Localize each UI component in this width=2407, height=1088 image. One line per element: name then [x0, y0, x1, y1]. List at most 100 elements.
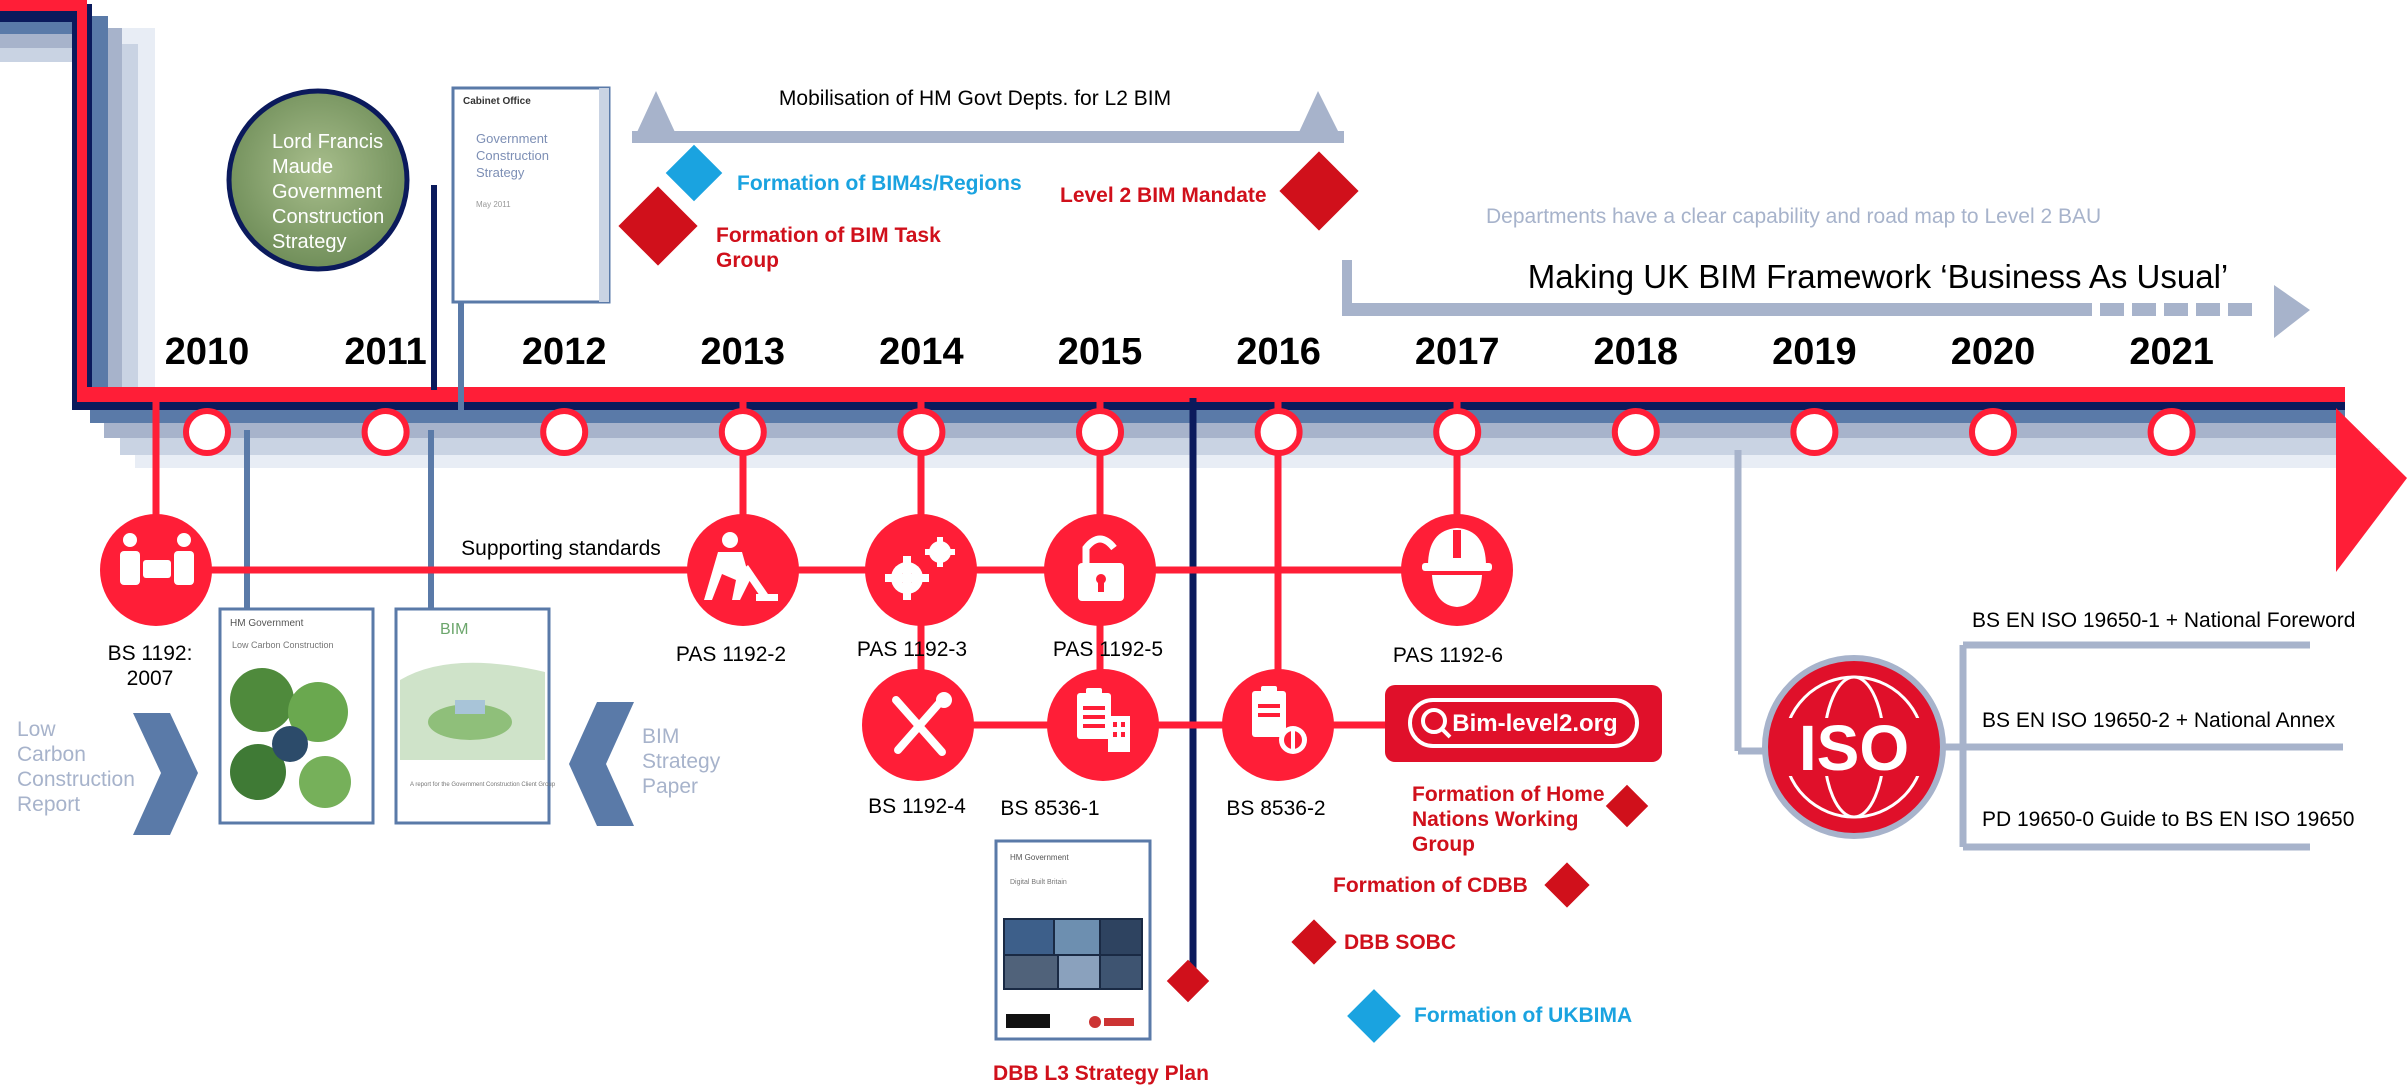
bim-strategy-line-1: BIM [642, 725, 679, 748]
bs8536-1-node: BS 8536-1 [1000, 669, 1159, 820]
pas1192-6-label: PAS 1192-6 [1393, 644, 1503, 667]
lower-milestones: DBB L3 Strategy Plan Formation of Home N… [993, 783, 1649, 1085]
low-carbon-line-4: Report [17, 793, 80, 816]
bim4s-diamond [665, 144, 723, 202]
year-marker-2021 [2147, 408, 2196, 456]
year-label-2015: 2015 [1058, 331, 1143, 373]
bs8536-2-label: BS 8536-2 [1226, 797, 1325, 820]
year-label-2010: 2010 [165, 331, 250, 373]
mobilisation-label: Mobilisation of HM Govt Depts. for L2 BI… [779, 87, 1171, 110]
task-group-diamond [618, 186, 698, 266]
ukbima-diamond [1347, 989, 1401, 1043]
pas1192-5-label: PAS 1192-5 [1053, 638, 1163, 661]
year-label-2021: 2021 [2129, 331, 2214, 373]
dbb-plan-diamond [1166, 959, 1210, 1003]
iso-item-2: BS EN ISO 19650-2 + National Annex [1982, 709, 2336, 732]
dbb-plan-label: DBB L3 Strategy Plan [993, 1062, 1209, 1085]
pas1192-2-label: PAS 1192-2 [676, 643, 786, 666]
lord-maude-circle: Lord Francis Maude Government Constructi… [226, 88, 410, 272]
maude-line-5: Strategy [272, 231, 346, 253]
bim-level2-label: Bim-level2.org [1452, 710, 1617, 737]
left-annotations: Low Carbon Construction Report BIM Strat… [17, 702, 721, 835]
iso-item-3: PD 19650-0 Guide to BS EN ISO 19650 [1982, 808, 2354, 831]
clipboard-globe-icon [1252, 686, 1307, 754]
mandate-diamond [1279, 151, 1359, 231]
bim-level2-link[interactable]: Bim-level2.org [1385, 685, 1662, 762]
clipboard-building-icon [1077, 688, 1130, 752]
year-marker-2020 [1969, 408, 2017, 456]
year-label-2019: 2019 [1772, 331, 1857, 373]
ukbima-label: Formation of UKBIMA [1414, 1004, 1632, 1027]
cover-line-2: Construction [476, 148, 549, 163]
year-label-2016: 2016 [1236, 331, 1321, 373]
cover-brand: Cabinet Office [463, 96, 531, 107]
task-group-line-1: Formation of BIM Task [716, 224, 941, 247]
year-marker-2019 [1790, 408, 1839, 456]
home-nations-line-1: Formation of Home [1412, 783, 1605, 806]
low-carbon-chevron [133, 713, 198, 835]
capability-text: Departments have a clear capability and … [1486, 205, 2101, 228]
maude-line-1: Lord Francis [272, 131, 383, 153]
timeline-bands [0, 0, 2407, 572]
bs1192-4-node: BS 1192-4 [862, 669, 974, 818]
pas1192-6-node: PAS 1192-6 [1393, 514, 1513, 667]
booklet3-brand: HM Government [1010, 853, 1069, 862]
timeline-arrow-head [2336, 408, 2407, 572]
mandate-label: Level 2 BIM Mandate [1060, 184, 1267, 207]
home-nations-line-2: Nations Working [1412, 808, 1578, 831]
home-nations-line-3: Group [1412, 833, 1475, 856]
top-milestones: Formation of BIM4s/Regions Formation of … [618, 144, 1359, 272]
pas1192-3-label: PAS 1192-3 [857, 638, 967, 661]
year-label-2012: 2012 [522, 331, 607, 373]
bim-strategy-line-2: Strategy [642, 750, 721, 773]
sobc-label: DBB SOBC [1344, 931, 1456, 954]
year-label-2020: 2020 [1951, 331, 2036, 373]
booklet1-title: Low Carbon Construction [232, 640, 334, 650]
maude-line-2: Maude [272, 156, 333, 178]
low-carbon-booklet: HM Government Low Carbon Construction [218, 607, 375, 825]
supporting-standards-label: Supporting standards [461, 537, 661, 560]
bs8536-1-label: BS 8536-1 [1000, 797, 1099, 820]
search-icon [1421, 708, 1447, 734]
bim-strategy-chevron [569, 702, 634, 826]
year-marker-2018 [1611, 408, 1660, 456]
iso-logo-text: ISO [1799, 712, 1909, 784]
year-label-2014: 2014 [879, 331, 964, 373]
year-label-2017: 2017 [1415, 331, 1500, 373]
bim-strategy-booklet: BIM A report for the Government Construc… [394, 607, 556, 825]
pas1192-3-node: PAS 1192-3 [857, 514, 977, 661]
booklet2-brand: BIM [440, 621, 468, 638]
year-marker-2017 [1433, 408, 1482, 456]
maude-line-4: Construction [272, 206, 384, 228]
low-carbon-line-1: Low [17, 718, 56, 741]
padlock-icon [1078, 535, 1124, 601]
people-icon [120, 533, 194, 585]
home-nations-diamond [1605, 784, 1649, 828]
year-marker-2014 [897, 408, 946, 456]
gears-icon [885, 537, 955, 600]
search-icon-handle [1440, 727, 1452, 739]
year-marker-2011 [361, 408, 410, 456]
bs1192-label-1: BS 1192: [108, 642, 193, 665]
year-marker-2010 [183, 408, 231, 456]
dbb-strategy-booklet: HM Government Digital Built Britain [994, 839, 1152, 1041]
bs1192-4-label: BS 1192-4 [868, 795, 966, 818]
task-group-line-2: Group [716, 249, 779, 272]
bs1192-node: BS 1192: 2007 [100, 514, 212, 690]
booklet3-title: Digital Built Britain [1010, 879, 1067, 886]
sobc-diamond [1291, 919, 1337, 965]
year-label-2013: 2013 [701, 331, 786, 373]
booklet2-title: A report for the Government Construction… [410, 782, 556, 788]
wrench-head [936, 692, 952, 708]
iso-item-1: BS EN ISO 19650-1 + National Foreword [1972, 609, 2355, 632]
bim4s-label: Formation of BIM4s/Regions [737, 172, 1022, 195]
booklet1-brand: HM Government [230, 618, 304, 629]
maude-line-3: Government [272, 181, 382, 203]
cover-line-1: Government [476, 131, 548, 146]
pas1192-5-node: PAS 1192-5 [1044, 514, 1163, 661]
hard-hat-icon [1422, 528, 1492, 607]
year-marker-2016 [1254, 408, 1303, 456]
worker-digging-icon [704, 532, 778, 601]
